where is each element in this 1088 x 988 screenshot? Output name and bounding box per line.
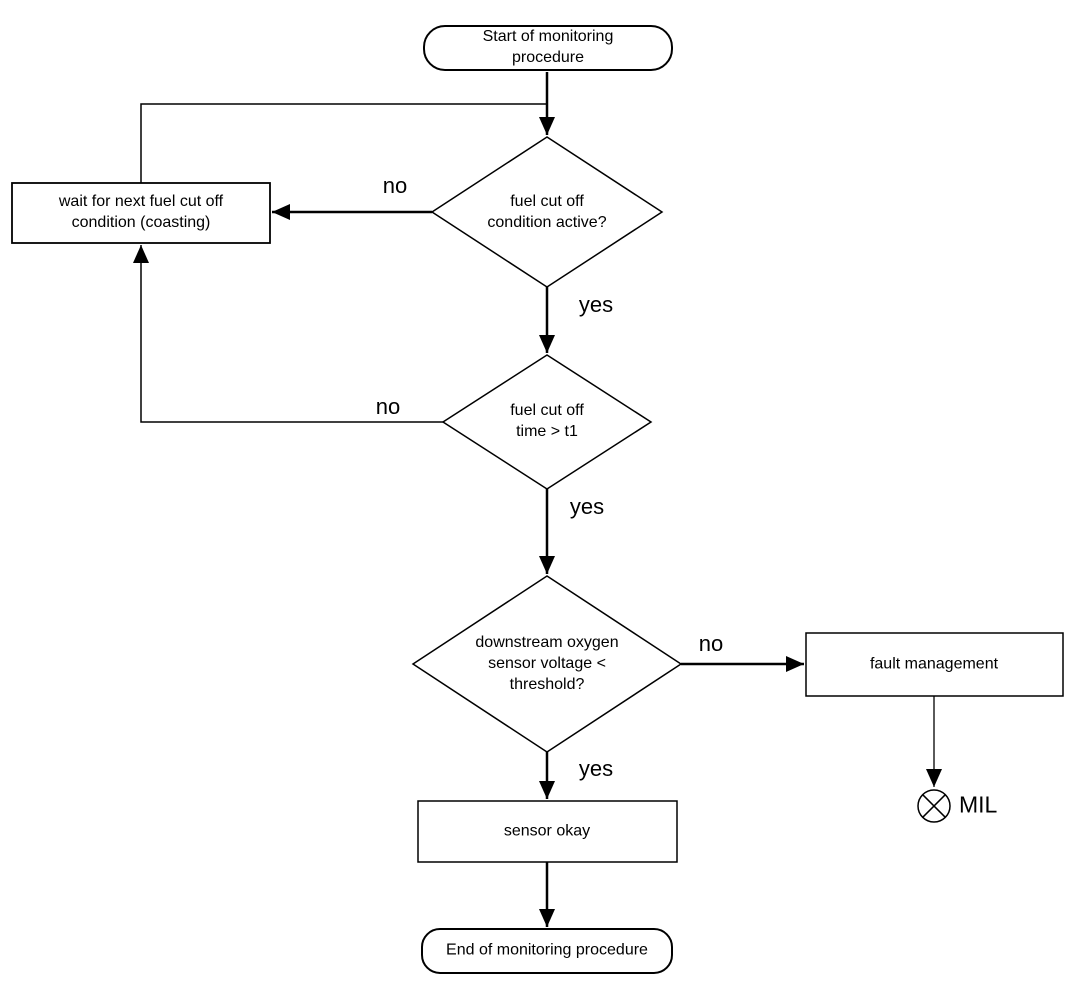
mil-label: MIL [959, 791, 998, 818]
decision3-no-label: no [698, 631, 724, 656]
wait-process-shape [11, 182, 271, 244]
mil-lamp-icon [917, 789, 951, 823]
decision2-node-label: fuel cut off time > t1 [510, 402, 584, 440]
decision1-no-label: no [382, 173, 408, 198]
end-terminator-shape [421, 928, 673, 974]
sensor-okay-process-shape [417, 800, 678, 863]
decision3-node-label: downstream oxygen sensor voltage < thres… [475, 633, 619, 693]
decision2-diamond-shape [441, 354, 653, 490]
wait-node-label: wait for next fuel cut off condition (co… [58, 193, 224, 231]
decision2-yes-label: yes [569, 494, 605, 519]
decision1-node-label: fuel cut off condition active? [487, 193, 607, 231]
end-node-label: End of monitoring procedure [446, 941, 648, 959]
fault-management-process-shape [805, 632, 1064, 697]
decision3-yes-label: yes [578, 756, 614, 781]
decision1-yes-label: yes [578, 292, 614, 317]
decision3-diamond-shape [411, 575, 683, 753]
start-node-label: Start of monitoring procedure [482, 28, 614, 66]
start-terminator-shape [423, 25, 673, 71]
fault-management-node-label: fault management [869, 655, 999, 673]
edge-wait-to-main-line [140, 103, 547, 183]
decision1-diamond-shape [430, 136, 664, 288]
edge-decision2-no-to-wait [133, 245, 443, 423]
decision2-no-label: no [375, 394, 401, 419]
sensor-okay-node-label: sensor okay [503, 822, 591, 840]
